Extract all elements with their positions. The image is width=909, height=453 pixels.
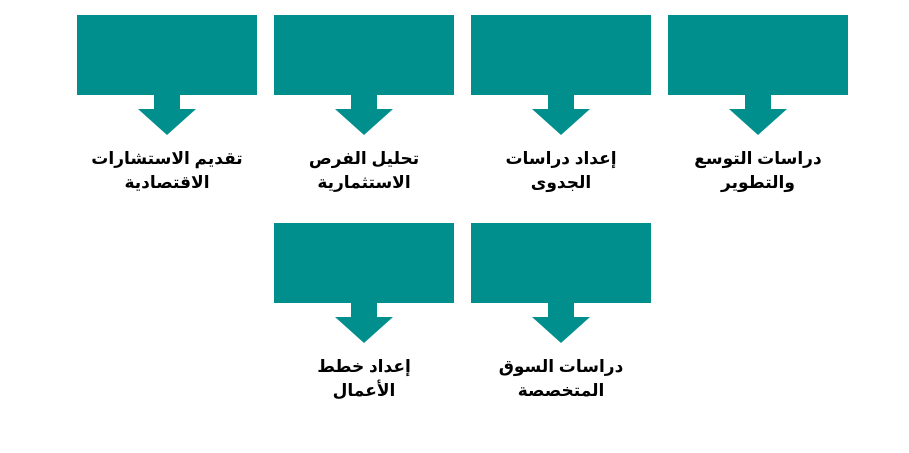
arrow-stem	[154, 95, 180, 109]
service-card-expansion: دراسات التوسع والتطوير	[668, 15, 848, 192]
down-arrow-icon	[532, 109, 590, 135]
down-arrow-icon	[335, 109, 393, 135]
service-block	[274, 223, 454, 303]
arrow-stem	[351, 303, 377, 317]
down-arrow-icon	[729, 109, 787, 135]
service-block	[668, 15, 848, 95]
down-arrow-icon	[532, 317, 590, 343]
service-block	[77, 15, 257, 95]
arrow-stem	[745, 95, 771, 109]
service-label: تحليل الفرص الاستثمارية	[308, 149, 420, 192]
service-label: دراسات السوق المتخصصة	[498, 357, 624, 400]
service-card-consulting: تقديم الاستشارات الاقتصادية	[77, 15, 257, 192]
service-label: تقديم الاستشارات الاقتصادية	[91, 149, 243, 192]
service-card-feasibility: إعداد دراسات الجدوى	[471, 15, 651, 192]
arrow-stem	[351, 95, 377, 109]
arrow-stem	[548, 95, 574, 109]
service-block	[471, 223, 651, 303]
service-label: دراسات التوسع والتطوير	[694, 149, 822, 192]
service-card-investment: تحليل الفرص الاستثمارية	[274, 15, 454, 192]
service-label: إعداد خطط الأعمال	[317, 357, 411, 400]
down-arrow-icon	[335, 317, 393, 343]
service-block	[471, 15, 651, 95]
arrow-stem	[548, 303, 574, 317]
service-card-business-plans: إعداد خطط الأعمال	[274, 223, 454, 400]
service-label: إعداد دراسات الجدوى	[505, 149, 617, 192]
service-block	[274, 15, 454, 95]
service-card-market: دراسات السوق المتخصصة	[471, 223, 651, 400]
down-arrow-icon	[138, 109, 196, 135]
